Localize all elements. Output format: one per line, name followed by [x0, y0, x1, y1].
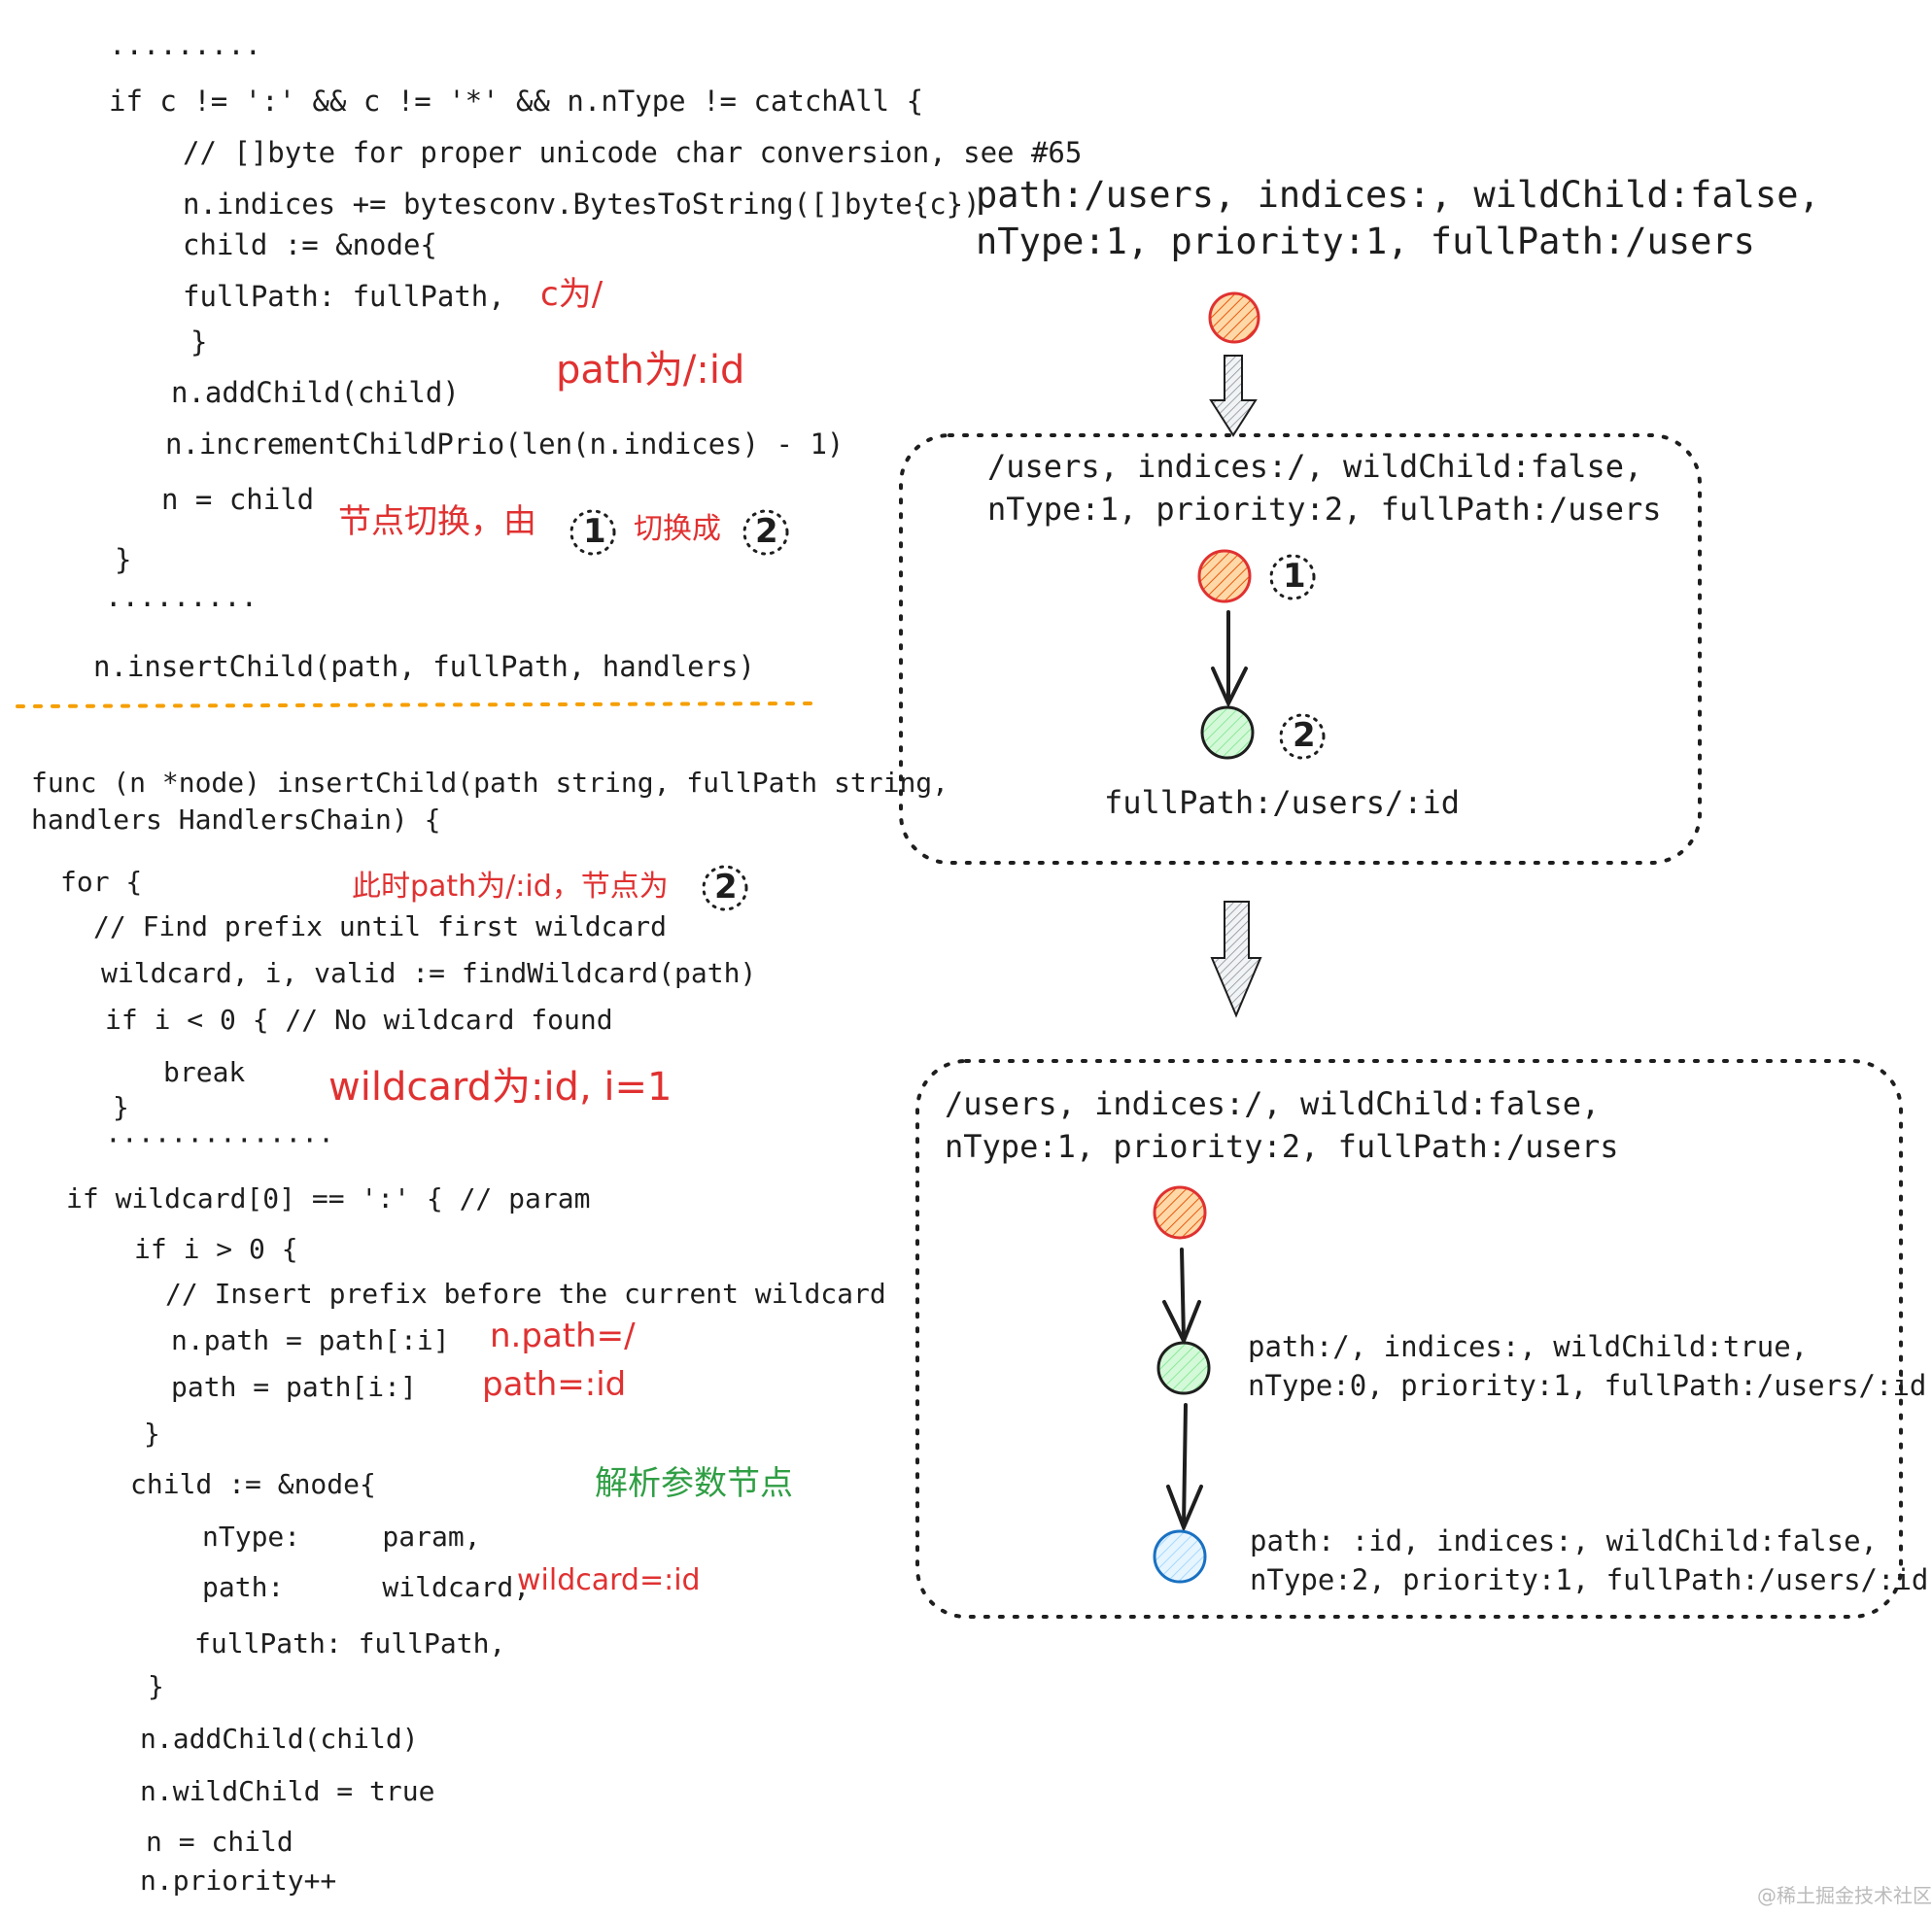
- code-line: if c != ':' && c != '*' && n.nType != ca…: [109, 85, 924, 118]
- transition-arrow-2: [1210, 901, 1262, 1018]
- state-box-1: [899, 433, 1702, 865]
- code-line: n = child: [161, 483, 315, 516]
- code-line: path = path[i:]: [171, 1371, 417, 1403]
- transition-arrow-1: [1209, 355, 1258, 437]
- code-comment: // Find prefix until first wildcard: [93, 910, 668, 942]
- node-slash-box2: [1156, 1341, 1211, 1395]
- code-line: if i < 0 { // No wildcard found: [105, 1004, 613, 1036]
- box2-mid-label-line2: nType:0, priority:1, fullPath:/users/:id: [1248, 1369, 1927, 1402]
- code-func-signature-cont: handlers HandlersChain) {: [31, 804, 441, 836]
- code-line: for {: [60, 866, 143, 898]
- code-line: }: [144, 1418, 160, 1450]
- box1-child-fullpath: fullPath:/users/:id: [1104, 784, 1461, 821]
- box1-root-label-line2: nType:1, priority:2, fullPath:/users: [987, 491, 1662, 528]
- node-child-box1: [1200, 705, 1255, 760]
- box2-root-label-line1: /users, indices:/, wildChild:false,: [945, 1085, 1601, 1122]
- top-node-label-line2: nType:1, priority:1, fullPath:/users: [976, 221, 1755, 262]
- code-line: fullPath: fullPath,: [194, 1627, 506, 1659]
- code-line: nType: param,: [202, 1521, 481, 1553]
- edge-arrow-box1: [1211, 610, 1248, 708]
- code-line: n.indices += bytesconv.BytesToString([]b…: [183, 188, 981, 221]
- badge-rings: [569, 509, 1326, 911]
- edge-arrow-box2-a: [1162, 1248, 1201, 1346]
- code-ellipsis: ·········: [105, 588, 259, 621]
- annotation-path-now: 此时path为/:id，节点为: [352, 870, 669, 904]
- annotation-wildcard-eq: wildcard=:id: [517, 1563, 701, 1597]
- code-ellipsis-top: ·········: [109, 36, 262, 69]
- code-line: }: [190, 325, 208, 359]
- box1-badge-2: 2: [1293, 716, 1316, 755]
- watermark: @稀土掘金技术社区: [1757, 1884, 1932, 1907]
- node-param-box2: [1153, 1529, 1207, 1584]
- annotation-switch-to: 切换成: [634, 512, 721, 546]
- code-line: if wildcard[0] == ':' { // param: [66, 1182, 591, 1215]
- code-line: n = child: [146, 1826, 293, 1858]
- badge-node-2: 2: [755, 512, 778, 551]
- annotation-wildcard-is: wildcard为:id, i=1: [328, 1065, 673, 1110]
- box2-mid-label-line1: path:/, indices:, wildChild:true,: [1248, 1330, 1809, 1363]
- badge-node-1: 1: [583, 512, 606, 551]
- badge-node-2-bottom: 2: [714, 868, 738, 907]
- box2-leaf-label-line2: nType:2, priority:1, fullPath:/users/:id: [1250, 1563, 1929, 1596]
- box1-root-label-line1: /users, indices:/, wildChild:false,: [987, 448, 1643, 485]
- code-line: n.addChild(child): [171, 376, 460, 409]
- node-users-box1: [1197, 549, 1252, 603]
- annotation-npath-eq: n.path=/: [490, 1317, 636, 1355]
- code-line: fullPath: fullPath,: [183, 280, 505, 313]
- edge-arrow-box2-b: [1166, 1403, 1203, 1533]
- state-box-2: [915, 1059, 1903, 1619]
- node-users-initial: [1208, 291, 1260, 344]
- section-separator: [16, 701, 820, 708]
- code-comment: // []byte for proper unicode char conver…: [183, 136, 1083, 169]
- code-line: n.incrementChildPrio(len(n.indices) - 1): [165, 428, 845, 461]
- code-line: }: [115, 543, 132, 576]
- code-line: n.addChild(child): [140, 1723, 419, 1755]
- annotation-path-eq: path=:id: [482, 1365, 627, 1404]
- code-line: n.insertChild(path, fullPath, handlers): [93, 650, 755, 683]
- code-line: }: [148, 1670, 164, 1702]
- code-line: }: [113, 1091, 129, 1123]
- node-users-box2: [1153, 1185, 1207, 1240]
- annotation-c-is: c为/: [540, 275, 604, 314]
- code-line: if i > 0 {: [134, 1233, 298, 1265]
- code-line: n.wildChild = true: [140, 1775, 435, 1807]
- box2-leaf-label-line1: path: :id, indices:, wildChild:false,: [1250, 1524, 1879, 1557]
- code-line: break: [163, 1056, 246, 1088]
- code-line: n.path = path[:i]: [171, 1324, 450, 1356]
- code-line: n.priority++: [140, 1865, 337, 1897]
- code-ellipsis: ··············: [105, 1124, 335, 1156]
- annotation-switch-from: 节点切换，由: [338, 502, 536, 541]
- code-line: child := &node{: [183, 228, 437, 261]
- annotation-parse-param: 解析参数节点: [595, 1464, 793, 1503]
- box1-badge-1: 1: [1283, 557, 1306, 596]
- code-line: path: wildcard,: [202, 1571, 531, 1603]
- code-line: wildcard, i, valid := findWildcard(path): [101, 957, 757, 989]
- code-func-signature: func (n *node) insertChild(path string, …: [31, 767, 949, 799]
- top-node-label-line1: path:/users, indices:, wildChild:false,: [976, 174, 1820, 216]
- box2-root-label-line2: nType:1, priority:2, fullPath:/users: [945, 1128, 1619, 1165]
- code-line: child := &node{: [130, 1468, 376, 1500]
- code-comment: // Insert prefix before the current wild…: [165, 1278, 886, 1310]
- annotation-path-is: path为/:id: [556, 348, 745, 393]
